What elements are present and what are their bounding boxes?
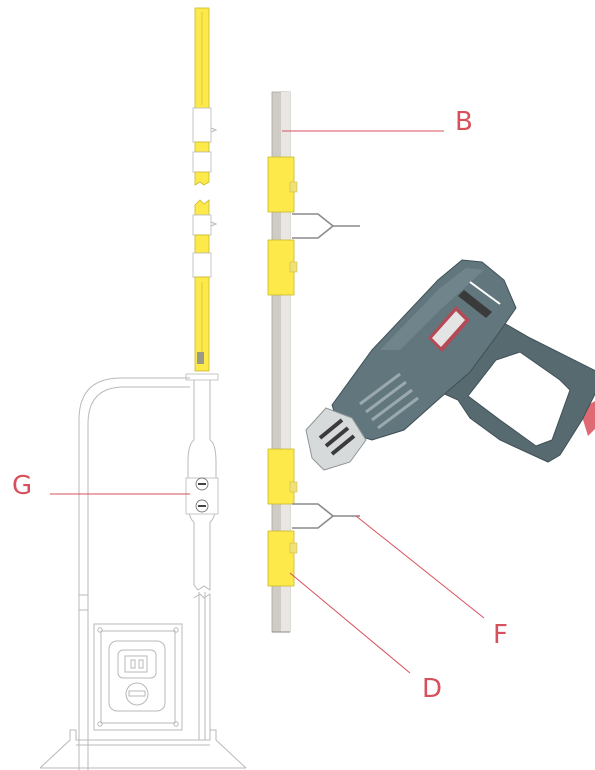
center-rod-assembly	[267, 91, 360, 633]
heat-gun-icon	[305, 259, 595, 471]
callout-leaders	[50, 130, 485, 674]
lower-sleeve-bottom	[267, 530, 295, 587]
callout-f: F	[493, 620, 508, 650]
pole-coupling	[185, 439, 219, 523]
callout-d: D	[422, 674, 442, 704]
wire-clip-icon	[292, 503, 360, 529]
lower-sleeve-top	[267, 448, 295, 505]
callout-b: B	[455, 107, 473, 137]
callout-g: G	[12, 471, 32, 501]
upper-pole-assembly	[185, 7, 219, 381]
upper-sleeve-top	[267, 156, 295, 213]
gate-frame	[39, 377, 247, 770]
wire-clip-icon	[292, 213, 360, 239]
